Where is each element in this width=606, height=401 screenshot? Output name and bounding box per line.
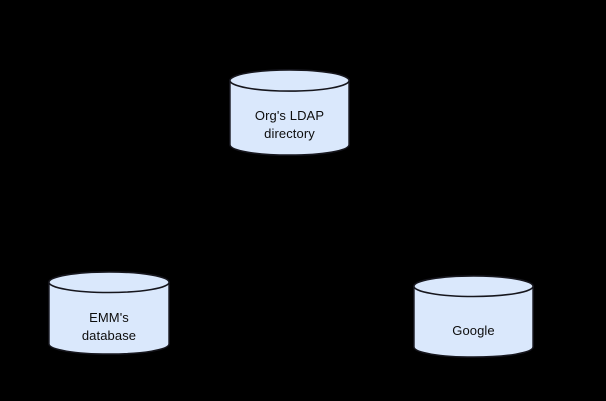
database-cylinder-icon (48, 271, 170, 355)
node-emms-database[interactable]: EMM's database (48, 271, 170, 355)
node-orgs-ldap-directory[interactable]: Org's LDAP directory (229, 69, 350, 156)
database-cylinder-icon (229, 69, 350, 156)
database-cylinder-icon (413, 275, 534, 358)
node-google[interactable]: Google (413, 275, 534, 358)
